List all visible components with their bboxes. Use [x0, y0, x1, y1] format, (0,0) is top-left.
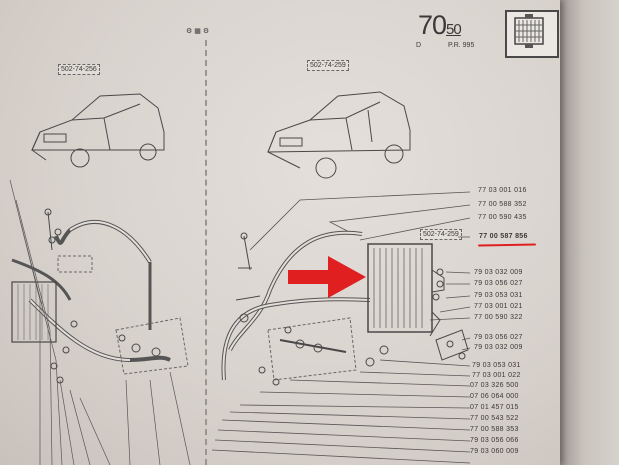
page-edge [560, 0, 619, 465]
part-number: 79 03 056 027 [474, 334, 523, 341]
radiator-reference: 502-74-259 [420, 229, 462, 240]
part-number: 79 03 056 066 [470, 437, 519, 444]
symbol-glyphs-icon: ⚙▦⚙ [186, 28, 212, 35]
left-car-reference: 502-74-256 [58, 64, 100, 75]
part-number: 79 03 032 009 [474, 344, 523, 351]
section-divider [205, 40, 207, 465]
page-letter: D [416, 42, 422, 49]
part-number: 77 00 588 352 [478, 201, 527, 208]
part-number: 79 03 032 009 [474, 269, 523, 276]
part-number: 79 03 053 031 [474, 292, 523, 299]
part-number: 79 03 060 009 [470, 448, 519, 455]
part-number: 77 00 588 353 [470, 426, 519, 433]
part-number: 77 03 001 016 [478, 187, 527, 194]
catalog-page [0, 0, 560, 465]
oil-radiator-icon [367, 243, 445, 337]
part-number: 77 00 590 435 [478, 214, 527, 221]
page-number-main: 70 [418, 10, 447, 40]
part-number: 07 03 326 500 [470, 382, 519, 389]
part-number-highlighted: 77 00 587 856 [479, 233, 528, 240]
part-number: 77 00 543 522 [470, 415, 519, 422]
page-number: 7050 [418, 10, 462, 41]
part-number: 77 03 001 021 [474, 303, 523, 310]
part-number: 79 03 053 031 [472, 362, 521, 369]
part-number: 07 06 064 000 [470, 393, 519, 400]
right-car-icon [267, 91, 411, 179]
radiator-thumbnail-icon [505, 10, 559, 58]
part-number: 79 03 056 027 [474, 280, 523, 287]
red-arrow-icon [288, 256, 366, 298]
part-number: 07 01 457 015 [470, 404, 519, 411]
left-car-icon [31, 93, 165, 168]
part-number: 77 00 590 322 [474, 314, 523, 321]
right-car-reference: 502-74-259 [307, 60, 349, 71]
page-number-sub: 50 [446, 21, 462, 38]
page-code: P.R. 995 [448, 42, 475, 49]
part-number: 77 03 001 022 [472, 372, 521, 379]
